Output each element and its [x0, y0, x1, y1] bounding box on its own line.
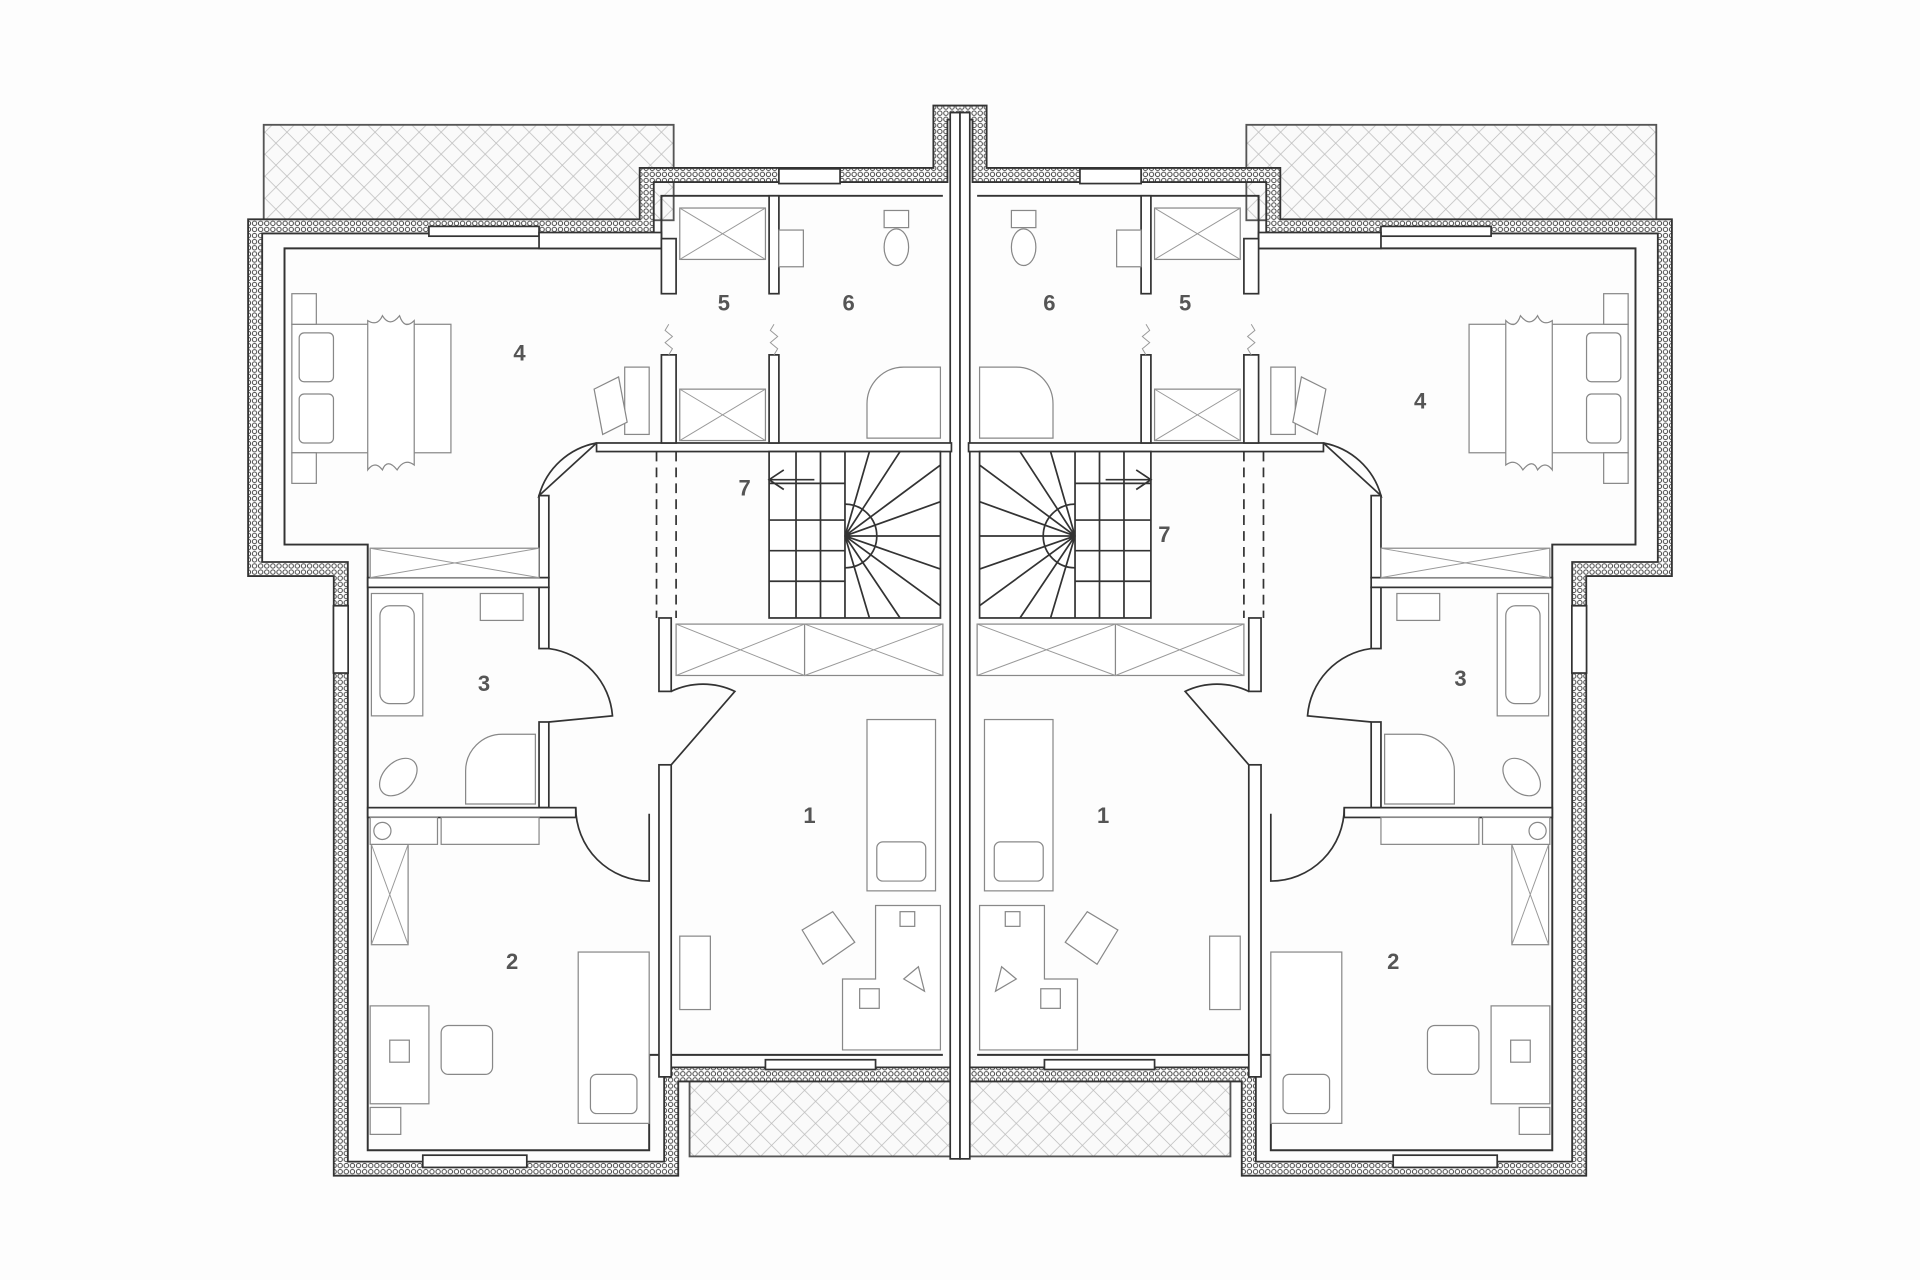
room-label-6: 6: [843, 291, 855, 316]
room-label-6: 6: [1043, 291, 1055, 316]
room-label-5: 5: [718, 291, 730, 316]
room-label-1: 1: [803, 803, 815, 828]
room-label-3: 3: [478, 671, 490, 696]
room-label-5: 5: [1179, 291, 1191, 316]
room-label-3: 3: [1454, 666, 1466, 691]
room-label-2: 2: [1387, 949, 1399, 974]
room-label-2: 2: [506, 949, 518, 974]
room-label-4: 4: [513, 341, 526, 366]
room-label-1: 1: [1097, 803, 1109, 828]
room-label-4: 4: [1414, 388, 1427, 413]
room-label-7: 7: [739, 475, 751, 500]
room-label-7: 7: [1158, 522, 1170, 547]
